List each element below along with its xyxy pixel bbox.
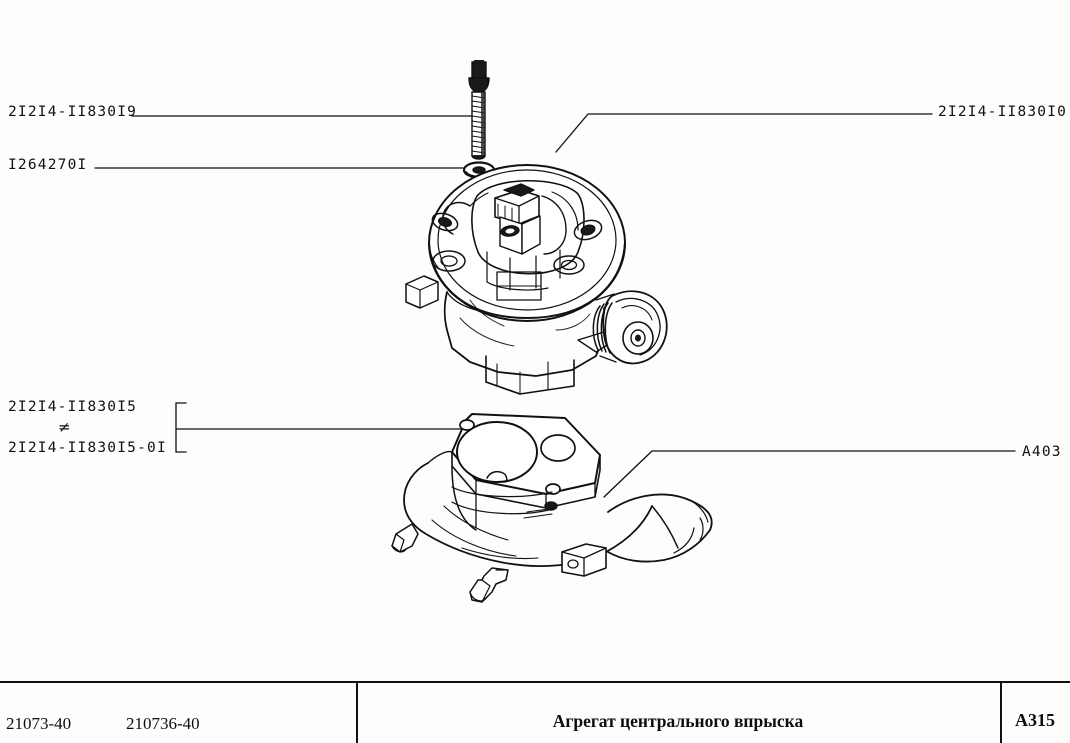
mounting-bolt-drawing [468,60,490,160]
footer-divider-right [1000,681,1002,743]
leader-manifold [603,450,1016,498]
cover-bosses [431,212,603,275]
callout-label-throttle-body: 2I2I4-II830I0 [938,104,1068,120]
vacuum-nipple-upper [391,523,419,553]
callout-label-bolt: 2I2I4-II830I9 [8,104,138,120]
footer-top-rule [0,681,1070,683]
footer-model-code-1: 21073-40 [6,714,72,733]
not-equal-icon: ≠ [58,418,71,436]
leader-lines [94,113,1016,498]
callout-label-washer: I264270I [8,157,88,173]
callout-label-gasket-b: 2I2I4-II830I5-0I [8,440,167,456]
throttle-cam-drawing [592,290,668,365]
sensor-boss-block [561,543,607,577]
callout-label-manifold: A403 [1022,444,1062,460]
callout-label-gasket-a: 2I2I4-II830I5 [8,399,138,415]
throttle-body-drawing [405,164,668,395]
footer-divider-left [356,681,358,743]
vacuum-nipple-lower [469,567,509,603]
footer-assembly-title: Агрегат центрального впрыска [552,711,804,731]
leader-throttle-body [555,113,933,153]
intake-manifold-drawing [391,413,713,603]
sheet-footer: 21073-40 210736-40 Агрегат центрального … [0,681,1070,743]
footer-model-code-2: 210736-40 [126,714,200,733]
footer-page-code: A315 [1015,710,1055,730]
